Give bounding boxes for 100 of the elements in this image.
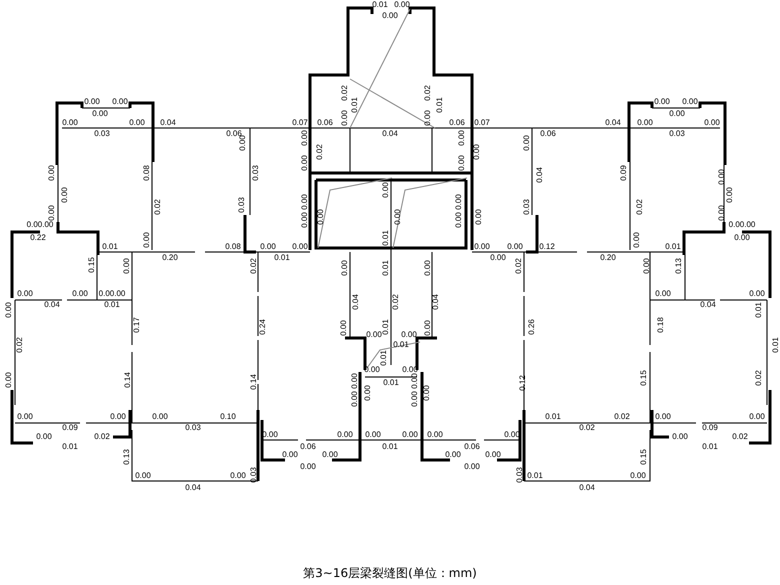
crack-width-label: 0.06 [449, 119, 465, 127]
crack-width-label: 0.00 [394, 1, 410, 9]
crack-width-label: 0.00 [424, 260, 432, 276]
crack-width-label: 0.00 [382, 182, 390, 198]
crack-width-label: 0.00 [402, 431, 418, 439]
crack-width-label: 0.06 [540, 130, 556, 138]
crack-width-label: 0.00 [473, 144, 481, 160]
crack-width-label: 0.01 [382, 260, 390, 276]
crack-width-label: 0.04 [382, 130, 398, 138]
crack-width-label: 0.00 [62, 119, 78, 127]
crack-width-label: 0.26 [528, 319, 536, 335]
crack-width-label: 0.00 [72, 290, 88, 298]
crack-width-label: 0.01 [62, 443, 78, 451]
crack-width-label: 0.01 [102, 243, 118, 251]
crack-width-label: 0.00 [455, 194, 463, 210]
crack-width-label: 0.00 [239, 135, 247, 151]
crack-width-label: 0.00 [382, 12, 398, 20]
crack-width-label: 0.00 [282, 451, 298, 459]
crack-width-label: 0.01 [545, 413, 561, 421]
crack-width-label: 0.09 [620, 165, 628, 181]
crack-width-label: 0.00 [427, 431, 443, 439]
crack-width-label: 0.00 [129, 119, 145, 127]
crack-width-label: 0.00 [48, 165, 56, 181]
crack-width-label: 0.02 [732, 433, 748, 441]
crack-width-label: 0.00 [633, 232, 641, 248]
crack-width-label: 0.14 [124, 372, 132, 388]
crack-width-label: 0.10 [220, 413, 236, 421]
crack-width-label: 0.01 [274, 254, 290, 262]
crack-width-label: 0.06 [300, 443, 316, 451]
crack-width-label: 0.00 [464, 463, 480, 471]
crack-width-label: 0.02 [154, 199, 162, 215]
crack-width-label: 0.00 [301, 194, 309, 210]
crack-width-label: 0.00 [485, 451, 501, 459]
crack-width-label: 0.00 [230, 472, 246, 480]
crack-width-label: 0.04 [185, 484, 201, 492]
crack-width-label: 0.00 [143, 232, 151, 248]
crack-width-label: 0.02 [341, 85, 349, 101]
crack-width-label: 0.00 [394, 209, 402, 225]
crack-width-label: 0.00 [643, 258, 651, 274]
crack-width-label: 0.02 [579, 424, 595, 432]
crack-width-label: 0.00 [726, 187, 734, 203]
crack-width-label: 0.00 [135, 472, 151, 480]
crack-width-label: 0.08 [225, 243, 241, 251]
crack-width-label: 0.00 [365, 431, 381, 439]
crack-width-label: 0.00 [655, 290, 671, 298]
crack-width-label: 0.02 [316, 144, 324, 160]
crack-width-label: 0.00 [749, 290, 765, 298]
crack-width-label: 0.00 [682, 98, 698, 106]
crack-width-label: 0.00 [341, 260, 349, 276]
crack-width-label: 0.00 [401, 331, 417, 339]
crack-width-label: 0.00 [92, 110, 108, 118]
crack-width-label: 0.01 [351, 97, 359, 113]
crack-width-label: 0.01 [383, 379, 399, 387]
crack-width-label: 0.01 [372, 1, 388, 9]
crack-width-label: 0.07 [474, 119, 490, 127]
crack-width-label: 0.00 [637, 119, 653, 127]
crack-width-label: 0.02 [94, 433, 110, 441]
crack-width-label: 0.01 [382, 319, 390, 335]
crack-width-label: 0.13 [675, 258, 683, 274]
crack-width-label: 0.00 [672, 433, 688, 441]
crack-width-label: 0.06 [317, 119, 333, 127]
crack-width-label: 0.04 [432, 294, 440, 310]
crack-width-label: 0.00 [364, 385, 372, 401]
crack-width-label: 0.01 [393, 341, 409, 349]
crack-width-label: 0.01 [772, 337, 780, 353]
crack-width-label: 0.02 [424, 85, 432, 101]
crack-width-label: 0.00 [411, 391, 419, 407]
crack-width-label: 0.01 [382, 230, 390, 246]
crack-width-label: 0.00 [630, 472, 646, 480]
crack-width-label: 0.01 [702, 443, 718, 451]
crack-width-label: 0.00 [61, 187, 69, 203]
crack-width-label: 0.00 [84, 98, 100, 106]
crack-width-label: 0.04 [536, 167, 544, 183]
crack-width-label: 0.09 [702, 424, 718, 432]
crack-width-label: 0.01 [380, 350, 388, 366]
crack-width-label: 0.00 [458, 155, 466, 171]
crack-width-label: 0.00 [341, 110, 349, 126]
crack-width-label: 0.08 [143, 165, 151, 181]
crack-width-label: 0.03 [238, 197, 246, 213]
crack-width-label: 0.17 [133, 317, 141, 333]
crack-width-label: 0.03 [94, 130, 110, 138]
crack-width-label: 0.15 [640, 370, 648, 386]
crack-width-label: 0.00 [36, 433, 52, 441]
crack-width-label: 0.00 [507, 243, 523, 251]
crack-width-label: 0.00 [475, 209, 483, 225]
crack-width-label: 0.01 [382, 443, 398, 451]
crack-width-label: 0.00 [300, 463, 316, 471]
crack-width-label: 0.03 [516, 467, 524, 483]
crack-width-label: 0.13 [123, 449, 131, 465]
crack-width-label: 0.06 [226, 130, 242, 138]
crack-width-label: 0.00 [260, 243, 276, 251]
crack-width-label: 0.00 [445, 451, 461, 459]
crack-width-label: 0.24 [259, 319, 267, 335]
crack-width-label: 0.00 [474, 243, 490, 251]
crack-width-label: 0.00 [366, 331, 382, 339]
crack-width-label: 0.00 [458, 130, 466, 146]
crack-width-label: 0.03 [669, 130, 685, 138]
crack-width-label: 0.20 [600, 254, 616, 262]
crack-width-label: 0.01 [104, 301, 120, 309]
crack-width-label: 0.03 [252, 165, 260, 181]
